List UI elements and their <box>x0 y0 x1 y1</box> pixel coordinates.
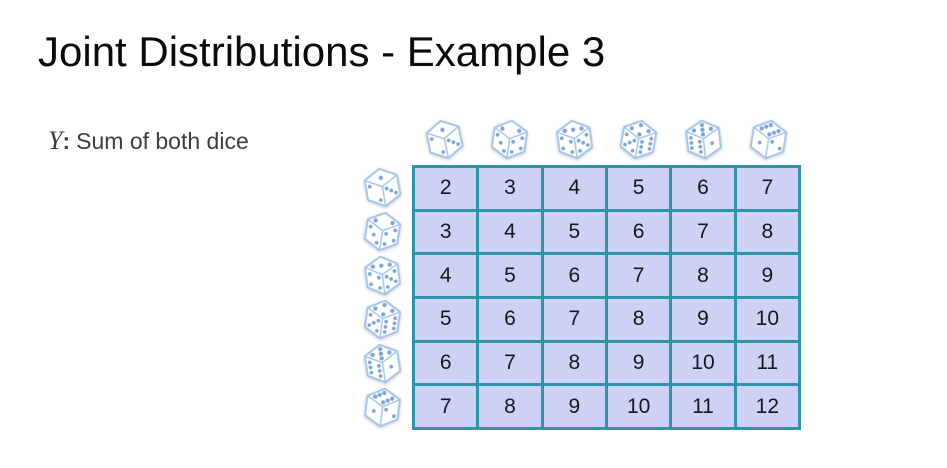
sum-cell: 7 <box>733 165 802 212</box>
die-icon-left-5 <box>356 342 408 386</box>
sum-cell: 7 <box>669 208 737 256</box>
sum-cell: 4 <box>411 252 480 299</box>
sum-cell: 10 <box>733 295 802 343</box>
y-definition-text: Sum of both dice <box>76 128 249 154</box>
die-icon-left-2 <box>356 209 408 253</box>
sum-cell: 3 <box>411 208 480 256</box>
sum-cell: 7 <box>604 252 673 299</box>
sum-cell: 7 <box>411 383 480 430</box>
dice-header-row <box>412 114 801 164</box>
sum-cell: 6 <box>669 165 737 212</box>
die-icon-top-5 <box>671 114 736 164</box>
sum-cell: 5 <box>604 165 673 212</box>
sum-cell: 5 <box>411 295 480 343</box>
sum-cell: 10 <box>604 383 673 430</box>
die-icon-left-3 <box>356 253 408 297</box>
sum-cell: 8 <box>540 339 608 387</box>
sum-cell: 12 <box>733 383 802 430</box>
sum-cell: 3 <box>476 165 544 212</box>
y-colon: : <box>62 128 71 154</box>
sum-cell: 9 <box>669 295 737 343</box>
die-icon-top-2 <box>477 114 542 164</box>
sum-cell: 8 <box>604 295 673 343</box>
sum-cell: 8 <box>476 383 544 430</box>
die-icon-top-4 <box>606 114 671 164</box>
sum-cell: 6 <box>476 295 544 343</box>
die-icon-left-1 <box>356 165 408 209</box>
die-icon-top-6 <box>736 114 801 164</box>
sum-cell: 7 <box>476 339 544 387</box>
sum-cell: 9 <box>733 252 802 299</box>
sum-cell: 9 <box>540 383 608 430</box>
die-icon-top-1 <box>412 114 477 164</box>
sum-cell: 11 <box>733 339 802 387</box>
sum-cell: 8 <box>669 252 737 299</box>
die-icon-left-6 <box>356 386 408 430</box>
sum-cell: 7 <box>540 295 608 343</box>
sum-cell: 6 <box>540 252 608 299</box>
sum-cell: 5 <box>476 252 544 299</box>
dice-header-column <box>356 165 408 430</box>
sum-cell: 6 <box>604 208 673 256</box>
sum-cell: 2 <box>411 165 480 212</box>
sum-cell: 4 <box>476 208 544 256</box>
sum-cell: 4 <box>540 165 608 212</box>
die-icon-left-4 <box>356 298 408 342</box>
sum-cell: 5 <box>540 208 608 256</box>
y-definition: Y:Sum of both dice <box>48 126 249 156</box>
die-icon-top-3 <box>542 114 607 164</box>
sum-cell: 11 <box>669 383 737 430</box>
sum-cell: 9 <box>604 339 673 387</box>
sum-cell: 6 <box>411 339 480 387</box>
y-symbol: Y <box>48 126 63 155</box>
sum-cell: 8 <box>733 208 802 256</box>
sum-cell: 10 <box>669 339 737 387</box>
slide-title: Joint Distributions - Example 3 <box>38 28 606 75</box>
